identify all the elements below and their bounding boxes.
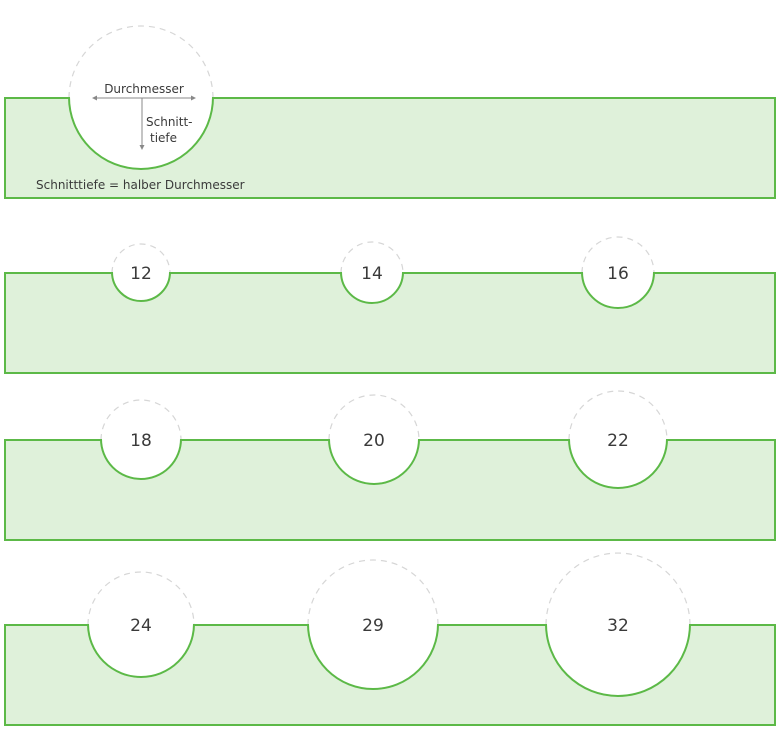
workpiece-row-1: 12 14 16 <box>4 236 776 374</box>
arrowhead <box>139 145 145 150</box>
diameter-value: 29 <box>362 616 384 636</box>
diameter-value: 16 <box>607 264 629 284</box>
diameter-value: 22 <box>607 431 629 451</box>
blade-outline-dashed <box>581 236 655 274</box>
cut-edge <box>568 438 668 489</box>
cut-edge <box>307 623 439 690</box>
diameter-label: Durchmesser <box>104 82 184 96</box>
blade-outline-dashed <box>87 571 195 626</box>
cut-edge <box>87 623 195 678</box>
blade-outline-dashed <box>111 243 171 274</box>
cut-edge <box>68 96 214 170</box>
cut-circle <box>88 572 194 678</box>
diameter-value: 24 <box>130 616 152 636</box>
example-workpiece <box>4 25 776 199</box>
diameter-value: 20 <box>363 431 385 451</box>
cut-edge <box>111 271 171 302</box>
workpiece-row-2: 18 20 22 <box>4 390 776 541</box>
diameter-value: 18 <box>130 431 152 451</box>
blade-outline-dashed <box>340 241 404 274</box>
depth-label-line1: Schnitt- <box>146 115 193 129</box>
cut-circle <box>329 395 419 485</box>
blade-outline-dashed <box>68 25 214 99</box>
diameter-value: 12 <box>130 264 152 284</box>
cut-edge <box>545 623 691 697</box>
cut-circle <box>101 400 181 480</box>
formula-text: Schnitttiefe = halber Durchmesser <box>36 178 245 192</box>
cut-edge <box>100 438 182 480</box>
depth-label-line2: tiefe <box>150 131 177 145</box>
workpiece-row-3: 24 29 32 <box>4 552 776 726</box>
diameter-value: 32 <box>607 616 629 636</box>
blade-outline-dashed <box>307 559 439 626</box>
cut-circle <box>546 553 690 697</box>
cut-circle <box>112 244 170 302</box>
blade-outline-dashed <box>328 394 420 441</box>
cut-edge <box>581 271 655 309</box>
blade-outline-dashed <box>545 552 691 626</box>
cut-circle <box>582 237 654 309</box>
cut-edge <box>340 271 404 304</box>
cut-circle <box>569 391 667 489</box>
cut-circle <box>341 242 403 304</box>
cut-circle <box>308 560 438 690</box>
cut-edge <box>328 438 420 485</box>
diameter-value: 14 <box>361 264 383 284</box>
